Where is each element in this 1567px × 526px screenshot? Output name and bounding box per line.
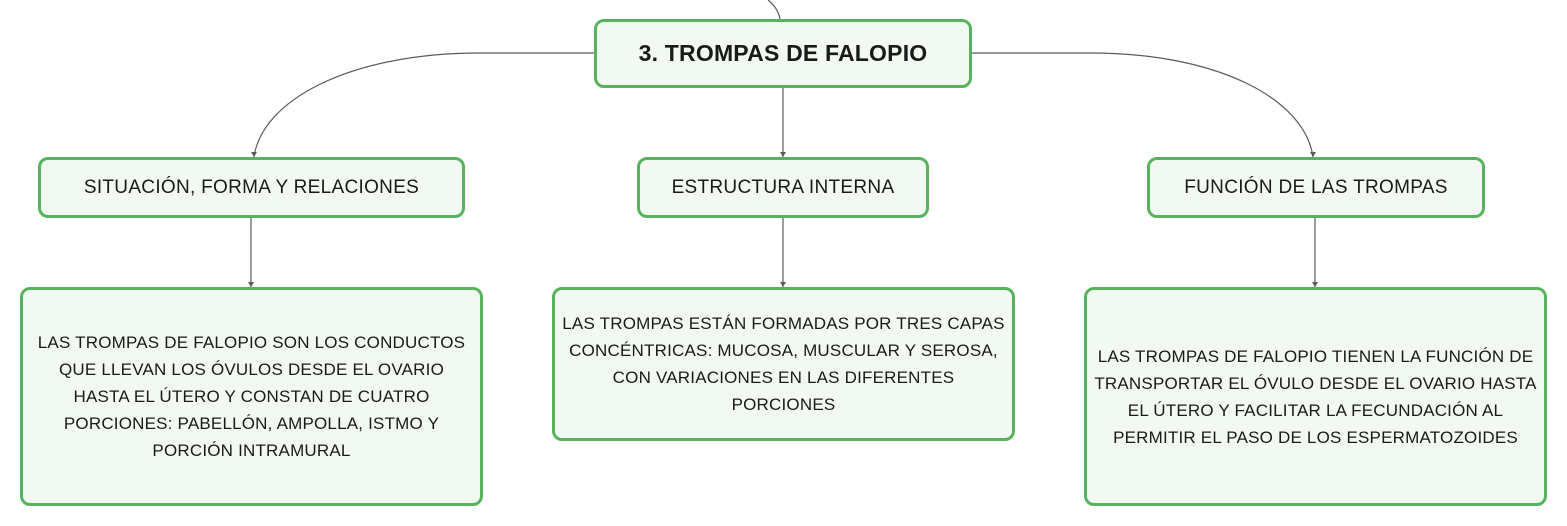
branch-node-funcion[interactable]: FUNCIÓN DE LAS TROMPAS — [1147, 157, 1485, 218]
arrow-head-branch-2 — [780, 152, 786, 157]
arrow-head-detail-3 — [1312, 282, 1318, 287]
branch-node-label: FUNCIÓN DE LAS TROMPAS — [1184, 176, 1448, 198]
arrow-head-branch-3 — [1310, 152, 1316, 157]
root-node-label: 3. TROMPAS DE FALOPIO — [638, 40, 928, 66]
connector-root-to-branch-3 — [972, 52, 1314, 158]
detail-node-situacion[interactable]: LAS TROMPAS DE FALOPIO SON LOS CONDUCTOS… — [20, 287, 483, 506]
branch-node-estructura[interactable]: ESTRUCTURA INTERNA — [637, 157, 929, 218]
detail-node-estructura[interactable]: LAS TROMPAS ESTÁN FORMADAS POR TRES CAPA… — [552, 287, 1015, 441]
arrow-head-branch-1 — [251, 152, 257, 157]
branch-node-label: SITUACIÓN, FORMA Y RELACIONES — [83, 176, 420, 198]
detail-node-text: LAS TROMPAS ESTÁN FORMADAS POR TRES CAPA… — [562, 314, 1005, 414]
root-node[interactable]: 3. TROMPAS DE FALOPIO — [594, 19, 972, 88]
connector-root-to-branch-1 — [253, 52, 594, 158]
arrow-head-detail-1 — [248, 282, 254, 287]
connector-from-parent — [767, 0, 781, 20]
arrow-head-detail-2 — [780, 282, 786, 287]
detail-node-funcion[interactable]: LAS TROMPAS DE FALOPIO TIENEN LA FUNCIÓN… — [1084, 287, 1547, 506]
detail-node-text: LAS TROMPAS DE FALOPIO TIENEN LA FUNCIÓN… — [1094, 346, 1537, 447]
branch-node-label: ESTRUCTURA INTERNA — [671, 176, 895, 198]
detail-node-text: LAS TROMPAS DE FALOPIO SON LOS CONDUCTOS… — [37, 333, 466, 460]
branch-node-situacion[interactable]: SITUACIÓN, FORMA Y RELACIONES — [38, 157, 465, 218]
